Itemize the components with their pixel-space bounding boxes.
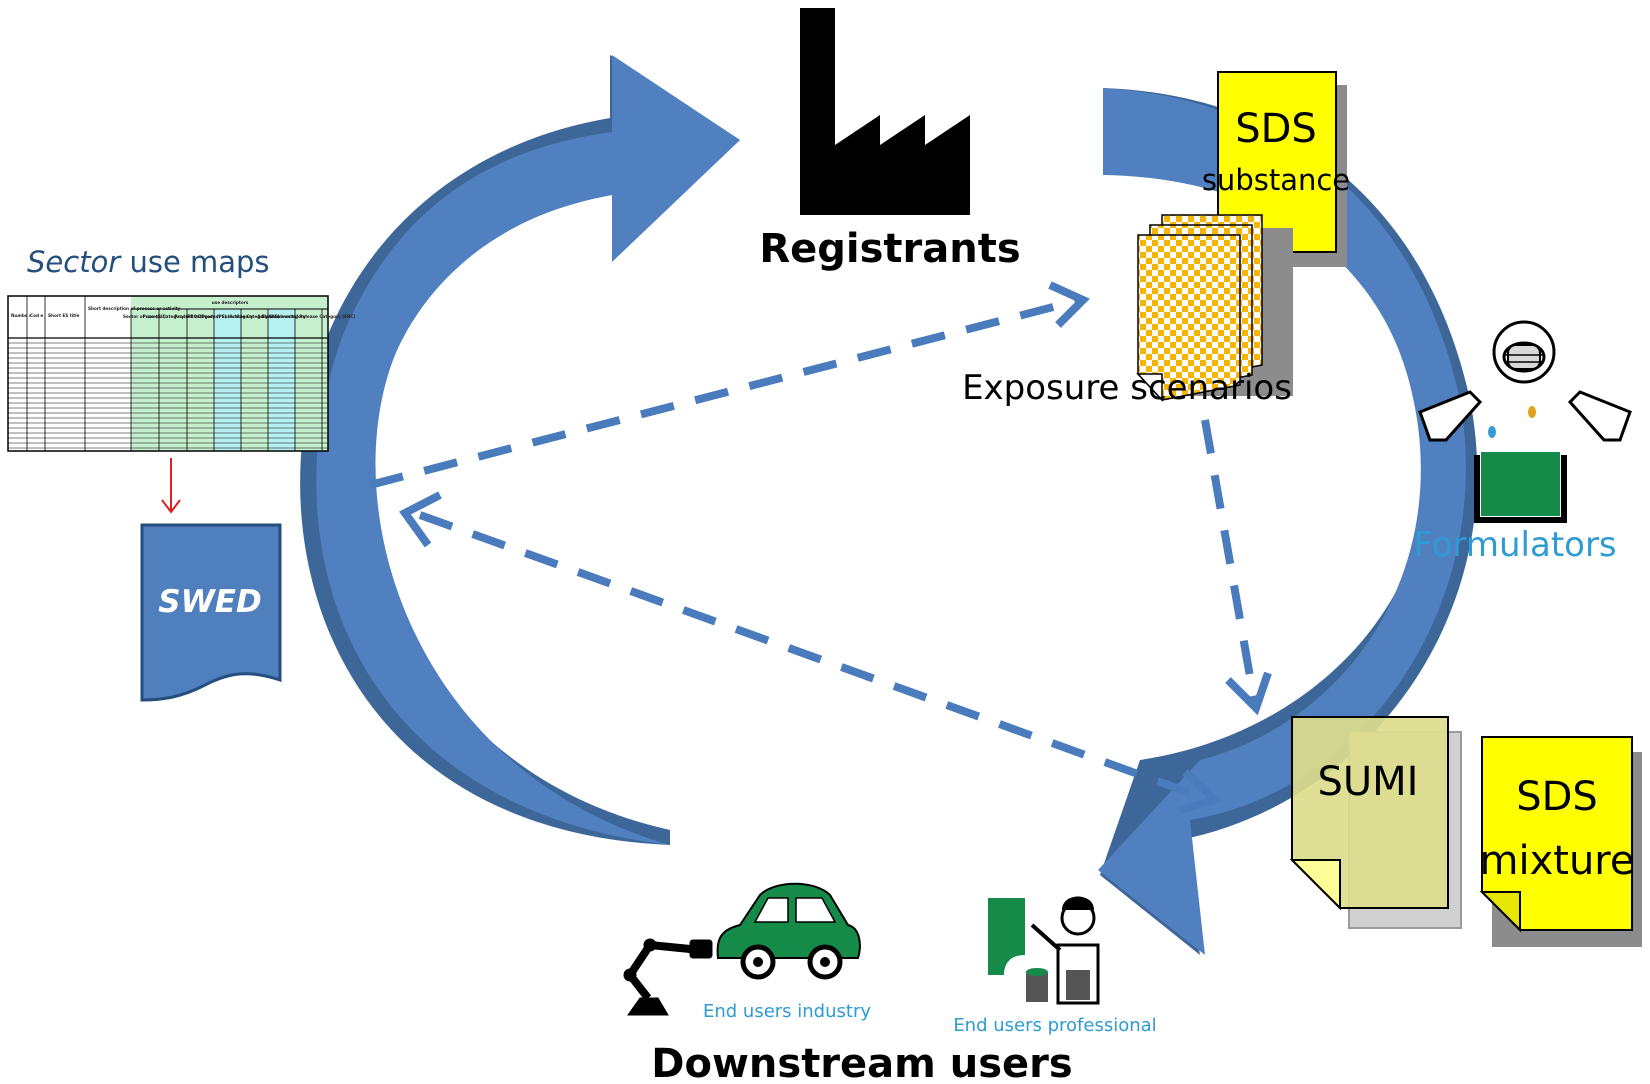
exposure-scenarios-label: Exposure scenarios [962, 368, 1292, 408]
dashed-arrow-to-downstream [418, 511, 1212, 804]
sds-mixture-subtitle: mixture [1480, 838, 1635, 884]
downstream-users-label: Downstream users [651, 1041, 1072, 1084]
table-descriptor-header: Product Sub-category [202, 314, 254, 319]
dashed-arrow-heads [399, 281, 1272, 814]
table-header-number: Numbe r [11, 313, 32, 318]
painter-icon [988, 896, 1100, 1005]
registrants-label: Registrants [759, 226, 1020, 272]
sds-mixture-document [1479, 736, 1642, 947]
sector-use-map-table: Numbe r Cod e Short ES title Short descr… [7, 295, 355, 452]
swed-document [140, 523, 282, 702]
sds-mixture-title: SDS [1516, 774, 1598, 820]
sds-substance-subtitle: substance [1202, 163, 1350, 197]
sds-substance-title: SDS [1235, 106, 1317, 152]
table-descriptor-header: Article Category (AC) [230, 314, 280, 319]
sector-label-rest: use maps [120, 245, 269, 279]
sector-label-italic: Sector [27, 245, 122, 279]
formulator-worker-icon [1418, 320, 1632, 442]
red-down-arrow [161, 458, 181, 514]
dashed-arrow-exposure-to-sumi [1201, 419, 1259, 706]
table-descriptor-header: Article Sub-category [257, 314, 306, 319]
dashed-arrow-to-exposure [368, 296, 1082, 489]
robot-arm-icon [623, 938, 713, 1016]
sector-use-maps-label: Sector use maps [27, 245, 270, 279]
exposure-scenarios-stack [1136, 214, 1293, 402]
swed-label: SWED [158, 584, 261, 620]
car-icon [716, 882, 861, 980]
table-descriptor-header: Product category (PC) [174, 314, 226, 319]
end-users-professional-label: End users professional [953, 1015, 1156, 1036]
formulators-label: Formulators [1413, 525, 1616, 565]
table-descriptor-header: Sector of use (SU) [123, 314, 166, 319]
table-group-header: use descriptors [212, 300, 249, 305]
table-header-process: Short description of process or activity [88, 306, 181, 311]
table-descriptor-header: Environ-mental Release Category (ERC) [262, 314, 355, 319]
sumi-document [1289, 716, 1462, 929]
mixing-vessel-icon [1474, 452, 1567, 523]
cycle-arrow-right [1098, 88, 1478, 955]
dashed-arrows [368, 296, 1259, 804]
end-users-industry-label: End users industry [703, 1001, 871, 1022]
sumi-label: SUMI [1318, 759, 1419, 805]
table-descriptor-header: Process Category (PROC) [143, 314, 202, 319]
formulator-drops-icon [1488, 406, 1536, 438]
factory-icon [800, 8, 970, 215]
cycle-arrow-left [300, 55, 740, 845]
table-header-code: Cod e [30, 313, 43, 318]
table-header-title: Short ES title [48, 313, 80, 318]
